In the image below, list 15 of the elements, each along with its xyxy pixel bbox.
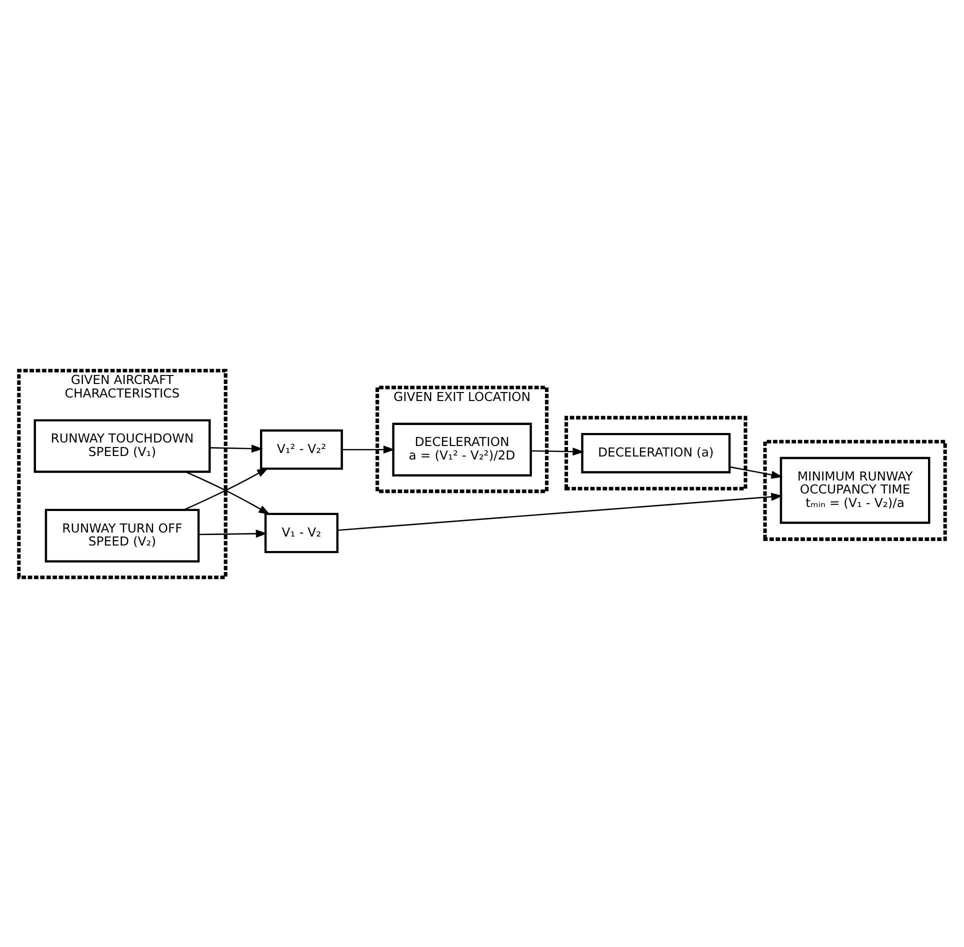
cluster [564,415,748,490]
node-box: DECELERATION (a) [581,432,731,473]
node-box: RUNWAY TOUCHDOWN SPEED (V₁) [34,418,211,472]
arrow [730,466,783,478]
node-box: DECELERATION a = (V₁² - V₂²)/2D [392,422,532,476]
node-box: V₁² - V₂² [260,428,343,470]
arrow [198,529,268,538]
node-box: MINIMUM RUNWAY OCCUPANCY TIME tₘᵢₙ = (V₁ - V₂)/a [780,456,930,524]
arrow [210,444,264,452]
arrow [530,447,584,456]
cluster [763,439,947,540]
arrow [342,445,395,454]
arrow [338,492,783,530]
node-box: RUNWAY TURN OFF SPEED (V₂) [44,508,200,562]
node-box: V₁ - V₂ [264,512,338,553]
